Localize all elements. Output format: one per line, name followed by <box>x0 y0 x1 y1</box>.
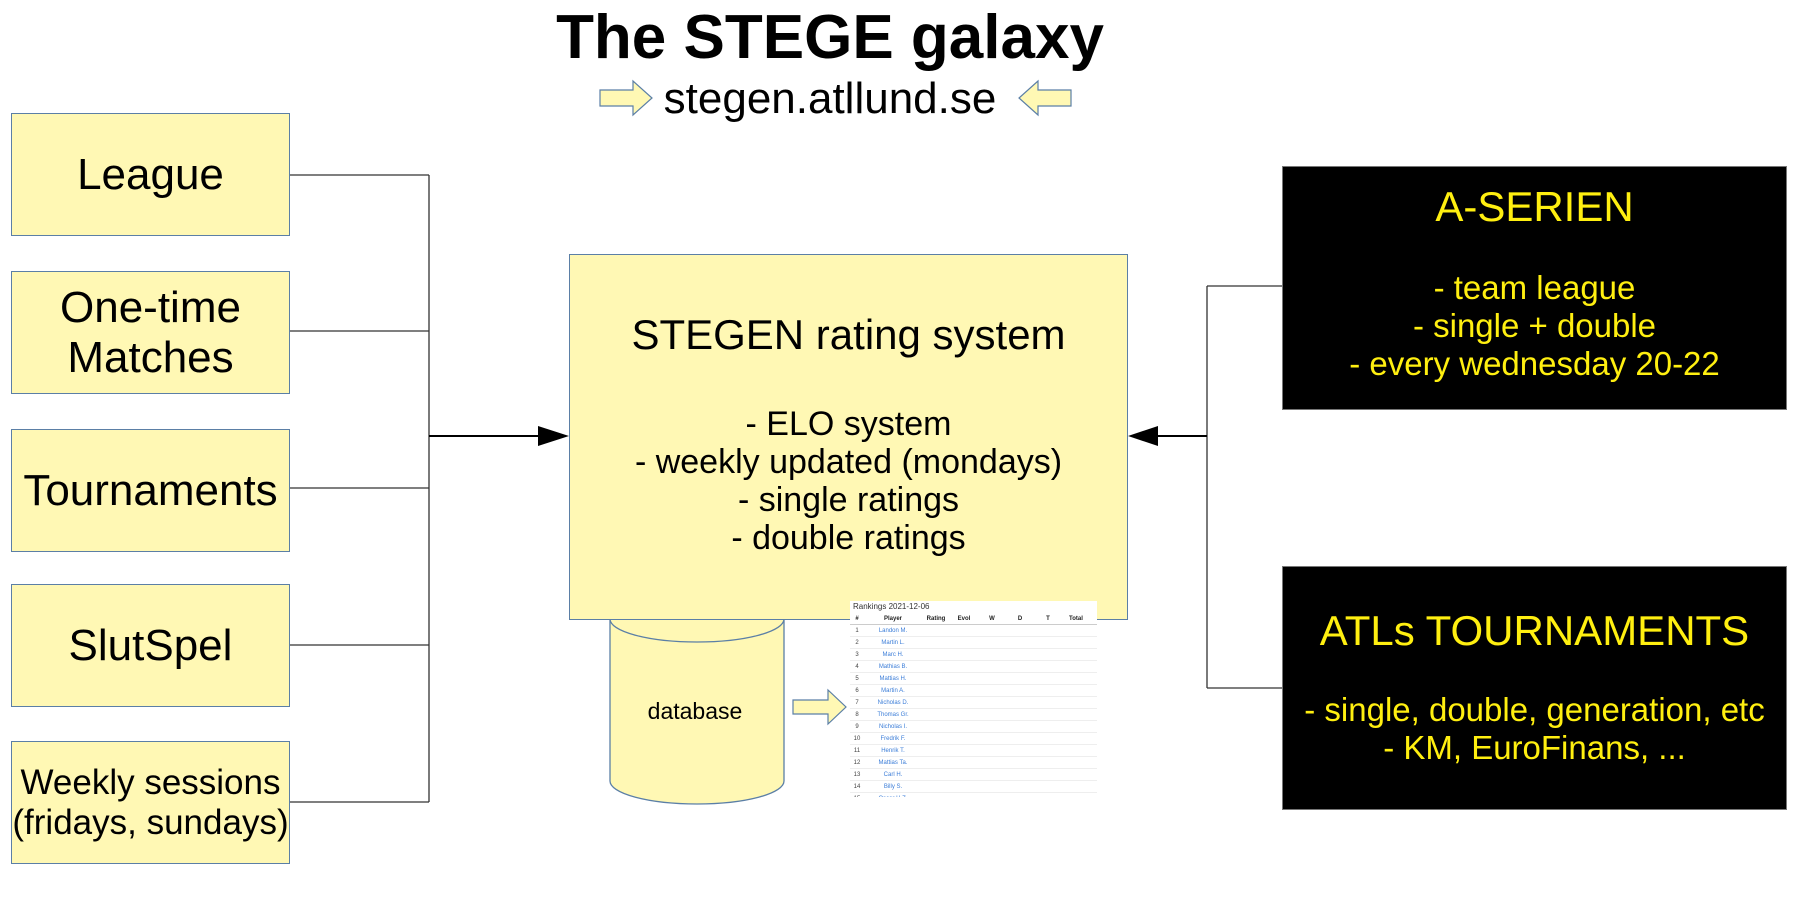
table-row: 11 Henrik T. <box>850 745 1097 757</box>
feature-line: - ELO system <box>745 405 952 443</box>
table-cell: Landon M. <box>878 627 908 634</box>
table-cell: Henrik T. <box>881 747 905 754</box>
feature-line: - every wednesday 20-22 <box>1349 345 1720 382</box>
diagram-title: The STEGE galaxy <box>556 3 1104 72</box>
table-cell: Billy S. <box>883 783 903 790</box>
a-serien-features: - team league - single + double - every … <box>1283 269 1786 383</box>
rankings-header-cell: # <box>855 615 859 622</box>
source-tournaments: Tournaments <box>11 429 290 552</box>
table-row: 5 Mattias H. <box>850 673 1097 685</box>
table-cell: Mattias H. <box>879 675 907 682</box>
source-one-time-matches: One-time Matches <box>11 271 290 394</box>
table-row: 9 Nicholas I. <box>850 721 1097 733</box>
table-cell: Martin A. <box>881 687 905 694</box>
rankings-table: Rankings 2021-12-06 # Player Rating Evol… <box>850 601 1097 797</box>
database-label: database <box>647 698 743 724</box>
table-cell: 3 <box>855 651 859 658</box>
feature-line: - KM, EuroFinans, ... <box>1383 729 1686 766</box>
table-cell: 5 <box>855 675 859 682</box>
atls-tournaments-features: - single, double, generation, etc - KM, … <box>1283 691 1786 767</box>
source-label: SlutSpel <box>68 620 233 670</box>
table-cell: 8 <box>855 711 859 718</box>
rankings-header-cell: W <box>989 615 995 622</box>
rankings-title: Rankings 2021-12-06 <box>853 602 930 611</box>
source-slutspel: SlutSpel <box>11 584 290 707</box>
right-connectors <box>1206 285 1284 689</box>
table-cell: Marc H. <box>882 651 904 658</box>
table-cell: 7 <box>855 699 859 706</box>
table-row: 6 Martin A. <box>850 685 1097 697</box>
feature-line: - single + double <box>1412 307 1657 344</box>
table-row: 7 Nicholas D. <box>850 697 1097 709</box>
table-cell: Mattias Ta. <box>878 759 908 766</box>
table-cell: Nicholas D. <box>877 699 909 706</box>
left-connectors <box>290 174 430 803</box>
left-arrowhead <box>538 426 569 446</box>
table-cell: 14 <box>853 783 861 790</box>
table-row: 13 Carl H. <box>850 769 1097 781</box>
table-row: 12 Mattias Ta. <box>850 757 1097 769</box>
table-row: 4 Mathias B. <box>850 661 1097 673</box>
table-row: 10 Fredrik F. <box>850 733 1097 745</box>
rankings-header-cell: T <box>1046 615 1050 622</box>
feature-line: - team league <box>1433 269 1636 306</box>
rankings-rows: 1 Landon M. 2 Martin L. 3 Marc H. 4 Mathias B. 5… <box>850 625 1097 797</box>
table-cell: 15 <box>850 796 864 798</box>
feature-line: - weekly updated (mondays) <box>634 443 1063 481</box>
table-cell: 13 <box>853 771 861 778</box>
table-cell: 12 <box>853 759 861 766</box>
rankings-header-cell: Total <box>1069 615 1083 622</box>
rankings-header-cell: D <box>1017 615 1023 622</box>
table-row: 2 Martin L. <box>850 637 1097 649</box>
table-row: 3 Marc H. <box>850 649 1097 661</box>
table-cell: Mathias B. <box>878 663 908 670</box>
atls-tournaments-title: ATLs TOURNAMENTS <box>1319 607 1750 654</box>
table-cell: 4 <box>855 663 859 670</box>
table-cell: Nicholas I. <box>878 723 907 730</box>
source-label: One-time Matches <box>60 282 241 382</box>
feature-line: - double ratings <box>731 519 966 557</box>
arrow-right-icon <box>599 79 653 117</box>
source-weekly-sessions: Weekly sessions (fridays, sundays) <box>11 741 290 864</box>
rankings-header-cell: Rating <box>926 615 946 622</box>
rankings-header-cell: Evol <box>957 615 971 622</box>
table-cell: Oscar H.Z. <box>864 796 922 798</box>
table-row: 15Oscar H.Z. <box>850 793 1097 798</box>
a-serien-box: A-SERIEN - team league - single + double… <box>1282 166 1787 410</box>
feature-line: - single, double, generation, etc <box>1304 691 1765 728</box>
table-cell: Fredrik F. <box>880 735 906 742</box>
feature-line: - single ratings <box>737 481 960 519</box>
table-cell: 11 <box>853 747 861 754</box>
table-row: 1 Landon M. <box>850 625 1097 637</box>
table-cell: 10 <box>853 735 861 742</box>
arrow-left-icon <box>1018 79 1072 117</box>
table-cell: Thomas Gr. <box>877 711 909 718</box>
table-cell: 6 <box>855 687 859 694</box>
table-cell: Carl H. <box>883 771 903 778</box>
a-serien-title: A-SERIEN <box>1435 183 1634 230</box>
source-label: League <box>77 149 224 199</box>
table-cell: 2 <box>855 639 859 646</box>
source-league: League <box>11 113 290 236</box>
table-row: 14 Billy S. <box>850 781 1097 793</box>
rating-system-box: STEGEN rating system - ELO system - week… <box>569 254 1128 620</box>
table-cell: 9 <box>855 723 859 730</box>
rankings-header-cell: Player <box>883 615 902 622</box>
rating-system-title: STEGEN rating system <box>631 311 1066 358</box>
atls-tournaments-box: ATLs TOURNAMENTS - single, double, gener… <box>1282 566 1787 810</box>
table-row: 8 Thomas Gr. <box>850 709 1097 721</box>
rankings-header: # Player Rating Evol W D T Total <box>850 613 1097 625</box>
source-label: Weekly sessions (fridays, sundays) <box>12 762 289 842</box>
table-cell: Martin L. <box>881 639 905 646</box>
table-cell: 1 <box>855 627 859 634</box>
rating-system-features: - ELO system - weekly updated (mondays) … <box>635 405 1062 557</box>
site-url: stegen.atllund.se <box>663 74 997 123</box>
arrow-right-icon <box>792 688 847 726</box>
source-label: Tournaments <box>23 465 278 515</box>
right-arrowhead <box>1128 426 1158 446</box>
